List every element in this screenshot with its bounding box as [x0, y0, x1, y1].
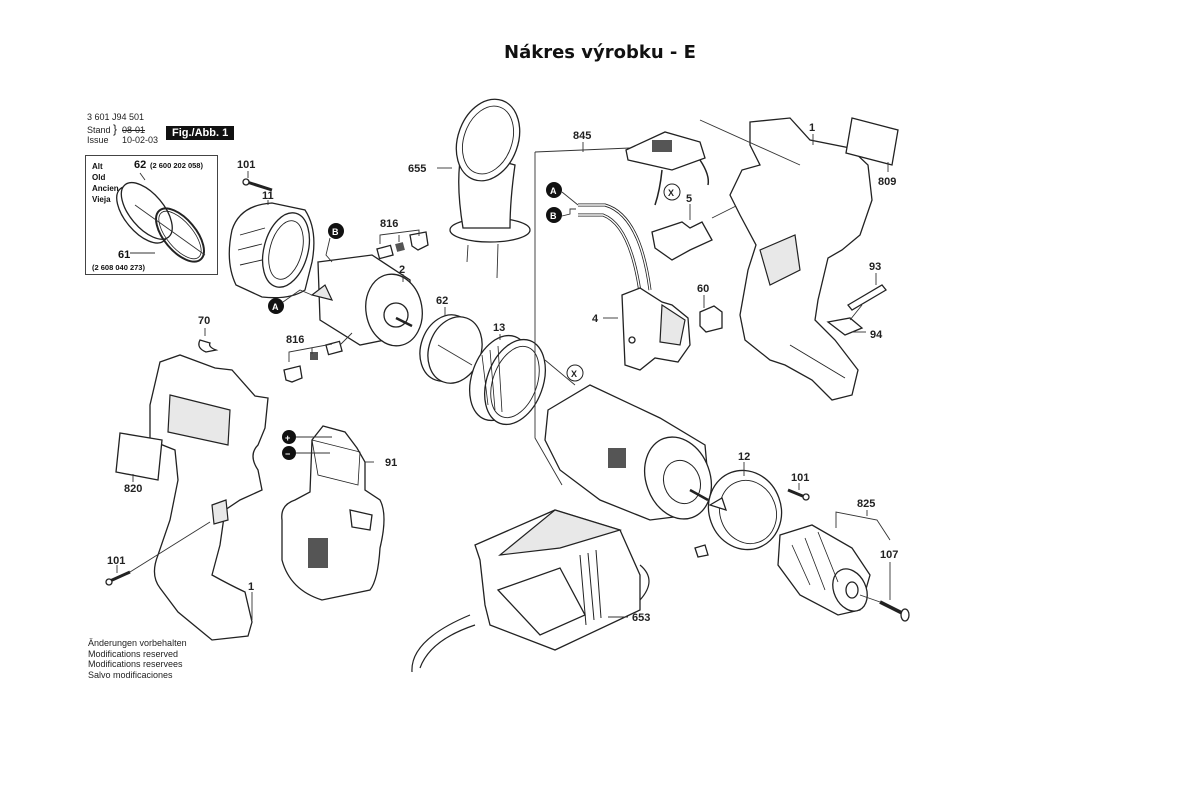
marker-x-top: X	[663, 183, 681, 201]
old-parts-legend: Alt Old Ancien Vieja 62 (2 600 202 058) …	[85, 155, 218, 275]
label-91: 91	[385, 457, 397, 469]
part-655-holder[interactable]	[437, 90, 531, 279]
part-101-top[interactable]	[242, 171, 273, 192]
brace: }	[113, 122, 118, 136]
label-653: 653	[632, 612, 650, 624]
marker-b-switch: B	[546, 207, 576, 223]
label-101-right: 101	[791, 472, 809, 484]
marker-b-motor: B	[325, 223, 344, 263]
switch-top-cover[interactable]	[625, 131, 710, 206]
legend-bottom-code: (2 608 040 273)	[92, 263, 145, 272]
label-11: 11	[262, 190, 274, 202]
label-820: 820	[124, 483, 142, 495]
part-2-motor[interactable]	[310, 254, 428, 350]
legend-names: Alt Old Ancien Vieja	[92, 161, 119, 205]
label-62: 62	[436, 295, 448, 307]
legend-top-code: (2 600 202 058)	[150, 161, 203, 170]
legend-name: Alt	[92, 162, 103, 171]
label-5: 5	[686, 193, 692, 205]
part-70-clip[interactable]	[198, 328, 219, 353]
part-101-left[interactable]	[105, 521, 211, 586]
label-94: 94	[870, 329, 883, 341]
part-4-switch[interactable]	[603, 287, 691, 371]
label-1-right: 1	[809, 122, 815, 134]
svg-text:A: A	[272, 302, 279, 312]
part-816-top[interactable]	[376, 229, 429, 260]
label-2: 2	[399, 264, 405, 276]
svg-text:−: −	[285, 449, 290, 459]
marker-a-motor: A	[268, 289, 313, 314]
marker-plus: +	[282, 430, 332, 444]
stand-crossed-date: 08-01	[122, 125, 146, 135]
label-825: 825	[857, 498, 875, 510]
part-94-bit-holder[interactable]	[826, 304, 866, 336]
legend-name: Vieja	[92, 195, 111, 204]
label-93: 93	[869, 261, 881, 273]
footer-note: Salvo modificaciones	[88, 669, 173, 680]
part-653-charger[interactable]	[411, 509, 650, 673]
svg-text:B: B	[332, 227, 339, 237]
svg-text:X: X	[571, 369, 577, 379]
footer-note: Modifications reserved	[88, 648, 179, 659]
part-820-label-plate[interactable]	[115, 432, 163, 482]
part-62-ring[interactable]	[411, 307, 491, 391]
marker-a-switch: A	[546, 182, 579, 206]
part-93-bit[interactable]	[847, 273, 887, 311]
label-12: 12	[738, 451, 750, 463]
label-816-top: 816	[380, 218, 398, 230]
footer-note: Modifications reservees	[88, 659, 183, 669]
legend-top-label: 62	[134, 159, 147, 171]
label-60: 60	[697, 283, 709, 295]
footer-notes: Änderungen vorbehalten Modifications res…	[88, 638, 187, 680]
svg-text:B: B	[550, 211, 557, 221]
footer-note: Änderungen vorbehalten	[88, 638, 187, 648]
part-gearbox[interactable]	[544, 359, 722, 528]
part-809-nameplate[interactable]	[845, 117, 899, 172]
legend-bottom-label: 61	[118, 249, 131, 261]
legend-ring-61	[155, 207, 205, 263]
label-1-left: 1	[248, 581, 254, 593]
label-845: 845	[573, 130, 591, 142]
part-845-switch-assembly[interactable]	[534, 142, 631, 486]
part-1-right-housing[interactable]	[699, 117, 873, 401]
legend-name: Old	[92, 173, 106, 182]
svg-text:A: A	[550, 186, 557, 196]
label-809: 809	[878, 176, 896, 188]
part-1-left-housing[interactable]	[149, 354, 269, 641]
label-4: 4	[592, 313, 599, 325]
figure-badge: Fig./Abb. 1	[166, 126, 235, 140]
stand-label: Stand	[87, 125, 111, 135]
legend-rings	[116, 172, 206, 263]
part-60-block[interactable]	[699, 295, 723, 333]
marker-x-gearbox: X	[566, 364, 584, 382]
part-number: 3 601 J94 501	[87, 112, 145, 122]
page-title: Nákres výrobku - E	[504, 42, 696, 63]
marker-minus: −	[282, 446, 330, 460]
label-816-bottom: 816	[286, 334, 304, 346]
switch-wires	[578, 203, 652, 293]
part-107-screw[interactable]	[859, 562, 910, 622]
part-825-chuck[interactable]	[777, 510, 891, 617]
issue-date: 10-02-03	[122, 135, 159, 145]
label-655: 655	[408, 163, 426, 175]
label-13: 13	[493, 322, 505, 334]
label-70: 70	[198, 315, 210, 327]
part-101-right[interactable]	[787, 483, 810, 501]
part-91-battery[interactable]	[281, 425, 385, 601]
part-12-gear-cover[interactable]	[694, 460, 793, 560]
label-107: 107	[880, 549, 898, 561]
part-13-ring-gear[interactable]	[459, 327, 557, 433]
part-5-switch-cover[interactable]	[651, 203, 741, 261]
label-101-top: 101	[237, 159, 255, 171]
svg-text:+: +	[285, 433, 290, 443]
label-101-left: 101	[107, 555, 125, 567]
part-816-bottom[interactable]	[283, 332, 353, 383]
issue-label: Issue	[87, 135, 109, 145]
svg-text:X: X	[668, 188, 674, 198]
part-11-motor-housing[interactable]	[228, 200, 317, 299]
legend-name: Ancien	[92, 184, 119, 193]
